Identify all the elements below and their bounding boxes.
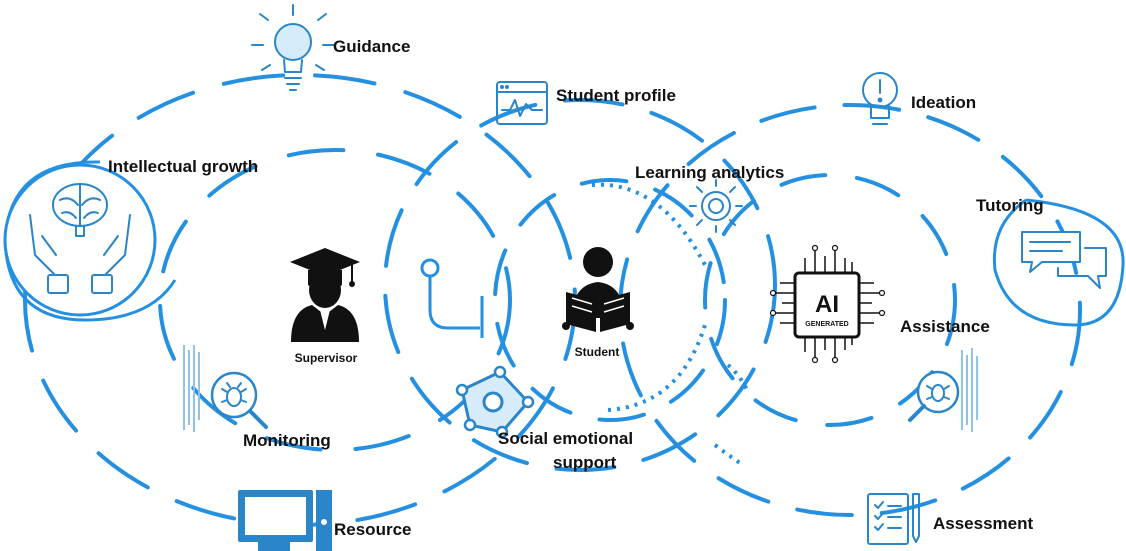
ai-chip-icon: [769, 244, 886, 364]
student-ring: [493, 178, 727, 422]
dotted-arc-top: [591, 182, 707, 266]
monitoring-label: Monitoring: [243, 431, 331, 450]
bug-magnifier-icon-right: [908, 348, 978, 432]
assistance-label: Assistance: [900, 317, 990, 336]
reading-student-icon: [562, 247, 634, 332]
dotted-arc-mid: [726, 363, 750, 393]
guidance-label: Guidance: [333, 37, 410, 56]
social-emotional-label-line1: Social emotional: [498, 429, 633, 448]
resource-label: Resource: [334, 520, 411, 539]
brain-hands-icon: [29, 183, 131, 294]
brain-hands-bg: [3, 163, 157, 317]
computer-icon: [238, 490, 332, 551]
tutoring-bubble: [992, 198, 1125, 327]
left-inner-ring: [158, 148, 512, 452]
social-emotional-label-line2: support: [553, 453, 617, 472]
tutoring-label: Tutoring: [976, 196, 1044, 215]
dotted-arc-bottom: [713, 443, 742, 465]
checklist-icon: [867, 493, 920, 545]
student-label: Student: [575, 345, 620, 359]
right-inner-ring: [703, 173, 957, 427]
connector-line: [428, 276, 480, 330]
lightbulb-exclamation-icon: [862, 72, 898, 125]
chart-window-icon: [496, 81, 548, 125]
intellectual-growth-label: Intellectual growth: [108, 157, 258, 176]
chat-bubbles-icon: [1021, 231, 1107, 289]
middle-outer-ring: [383, 98, 777, 472]
ideation-label: Ideation: [911, 93, 976, 112]
ai-chip-label: AI: [815, 291, 839, 318]
dotted-arc-student: [607, 324, 707, 412]
intellectual-growth-bubble: [3, 160, 177, 322]
student-profile-label: Student profile: [556, 86, 676, 105]
network-polygon-icon: [455, 365, 535, 439]
supervisor-label: Supervisor: [295, 351, 358, 365]
connector-node: [420, 258, 440, 278]
learning-analytics-label: Learning analytics: [635, 163, 784, 182]
lightbulb-rays-icon: [251, 4, 335, 91]
bug-magnifier-icon-left: [183, 345, 268, 432]
assessment-label: Assessment: [933, 514, 1034, 533]
graduate-icon: [290, 248, 360, 342]
ai-chip-sublabel: GENERATED: [805, 321, 848, 328]
gear-icon: [689, 179, 743, 233]
